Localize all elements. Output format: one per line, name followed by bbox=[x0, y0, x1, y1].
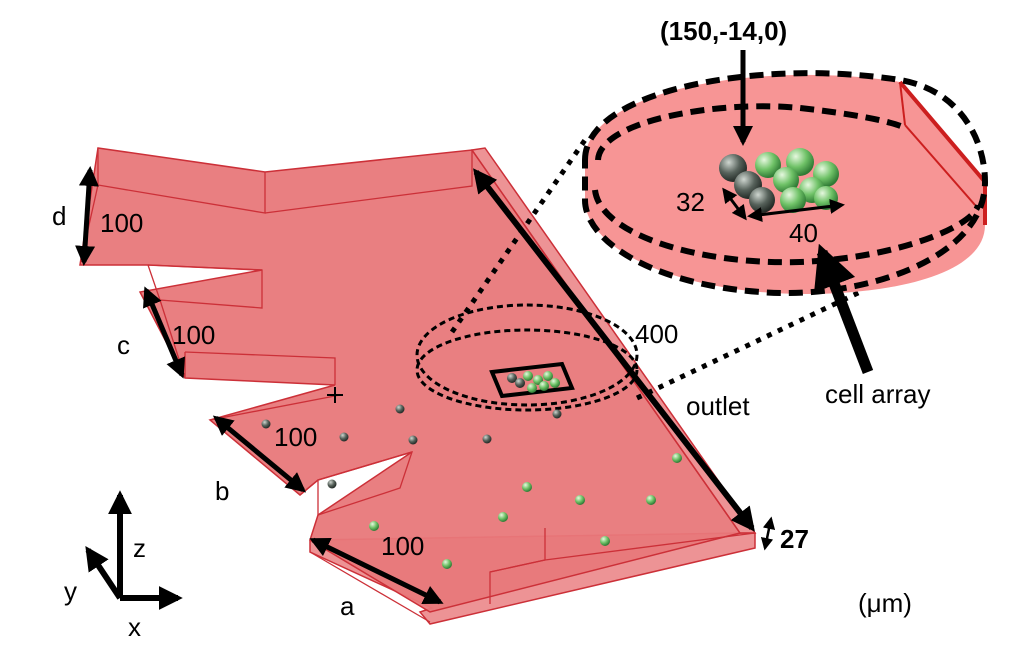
coord-label: (150,-14,0) bbox=[660, 16, 787, 46]
port-c-label: c bbox=[117, 330, 130, 360]
dim-d-label: 100 bbox=[100, 208, 143, 238]
arrow-zoom-width bbox=[747, 198, 845, 223]
outlet-label: outlet bbox=[686, 391, 750, 421]
zoom-floor-rim bbox=[592, 189, 981, 266]
port-a-label: a bbox=[340, 591, 355, 621]
arrow-d bbox=[75, 166, 99, 266]
zoomed-chamber bbox=[582, 70, 989, 296]
axis-y-label: y bbox=[64, 576, 77, 606]
zoom-inner-rim bbox=[595, 103, 907, 161]
xyz-axes-icon bbox=[85, 490, 183, 610]
arrow-a bbox=[309, 537, 444, 605]
depth-label: 27 bbox=[780, 524, 809, 554]
outlet-length-label: 400 bbox=[635, 319, 678, 349]
dim-c-label: 100 bbox=[172, 320, 215, 350]
dim-a-label: 100 bbox=[381, 531, 424, 561]
arrow-c bbox=[143, 286, 185, 379]
zoom-connectors bbox=[449, 138, 862, 401]
zoom-height-label: 32 bbox=[676, 187, 705, 217]
axis-z-label: z bbox=[133, 533, 146, 563]
cell-array-label: cell array bbox=[825, 379, 930, 409]
zoom-width-label: 40 bbox=[789, 218, 818, 248]
port-d-label: d bbox=[52, 201, 66, 231]
arrow-cell-array-pointer bbox=[814, 243, 874, 374]
arrow-zoom-height bbox=[722, 187, 747, 221]
port-b-label: b bbox=[215, 476, 229, 506]
pointer-arrows bbox=[733, 50, 874, 374]
unit-label: (μm) bbox=[858, 588, 912, 618]
arrow-b bbox=[212, 415, 307, 493]
zoom-outer-rim bbox=[582, 70, 989, 296]
axis-x-label: x bbox=[128, 612, 141, 642]
dim-b-label: 100 bbox=[274, 422, 317, 452]
arrow-depth bbox=[760, 516, 776, 551]
plus-icon bbox=[327, 387, 343, 403]
